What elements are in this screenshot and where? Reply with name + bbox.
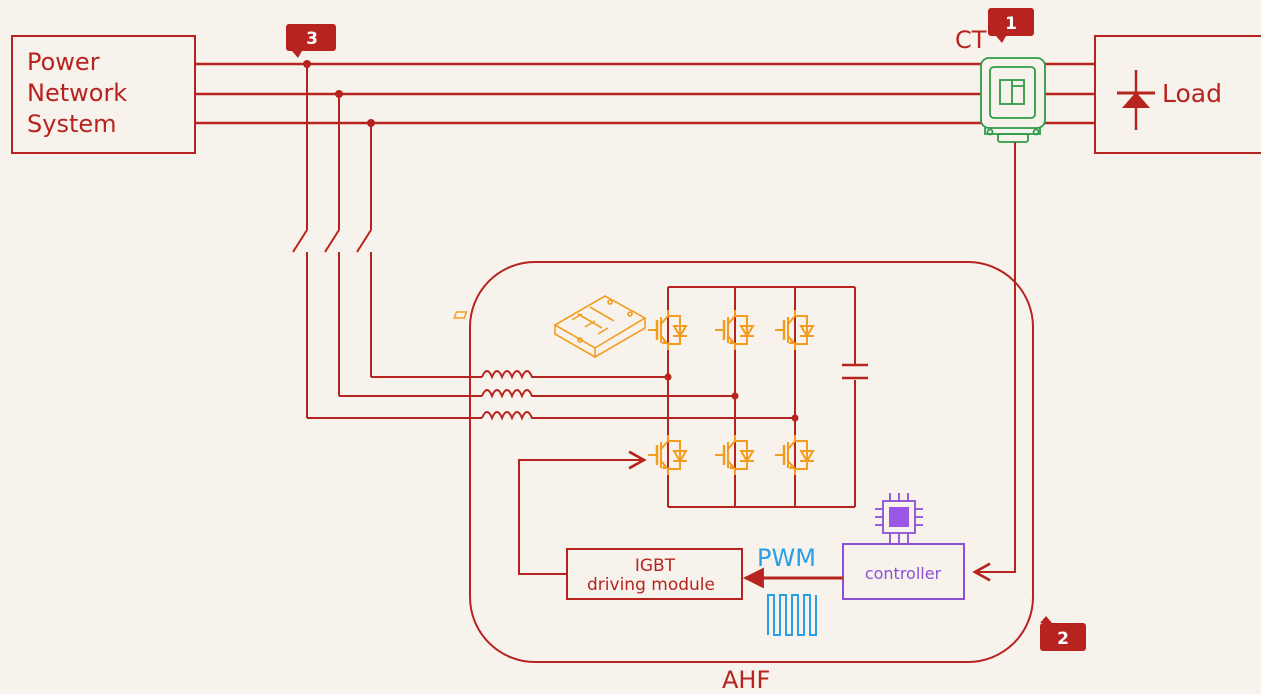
controller-label: controller: [865, 564, 942, 583]
load-label: Load: [1162, 79, 1222, 108]
badge-3-text: 3: [306, 29, 318, 49]
switch-b: [324, 229, 340, 253]
inductor-c: [481, 411, 795, 421]
igbt-driving-module-box: IGBT driving module: [566, 548, 743, 600]
ct-to-controller-wire: [972, 142, 1016, 582]
badge-3: 3: [286, 24, 336, 58]
microchip-icon: [875, 493, 923, 544]
three-phase-lines: [195, 62, 1095, 125]
power-network-label-1: Power: [27, 48, 100, 76]
switch-c: [356, 229, 372, 253]
power-network-label-2: Network: [27, 79, 127, 107]
ct-label: CT: [955, 26, 987, 54]
driver-to-igbt-wire: [518, 450, 647, 575]
ahf-label: AHF: [722, 666, 770, 694]
igbt-switches: [646, 308, 816, 477]
power-network-label-3: System: [27, 110, 117, 138]
badge-2-text: 2: [1057, 629, 1069, 649]
pwm-wave-icon: [767, 594, 817, 636]
diode-icon: [1117, 70, 1155, 130]
tap-wires: [292, 60, 482, 419]
load-box: Load: [1094, 35, 1261, 154]
igbt-driver-label-1: IGBT: [635, 556, 676, 576]
switch-a: [292, 229, 308, 253]
badge-2: 2: [1040, 616, 1086, 651]
badge-1: 1: [988, 8, 1034, 43]
inductors: [481, 370, 795, 421]
igbt-module-icon: [453, 295, 647, 359]
power-network-system-box: Power Network System: [11, 35, 196, 154]
igbt-driver-label-2: driving module: [587, 575, 715, 595]
ahf-enclosure: [469, 261, 1034, 663]
badge-1-text: 1: [1005, 14, 1017, 34]
controller-box: controller: [842, 543, 965, 600]
inductor-b: [481, 389, 735, 399]
ct-sensor-icon: [980, 57, 1046, 143]
inductor-a: [481, 370, 668, 380]
pwm-label: PWM: [757, 544, 816, 572]
